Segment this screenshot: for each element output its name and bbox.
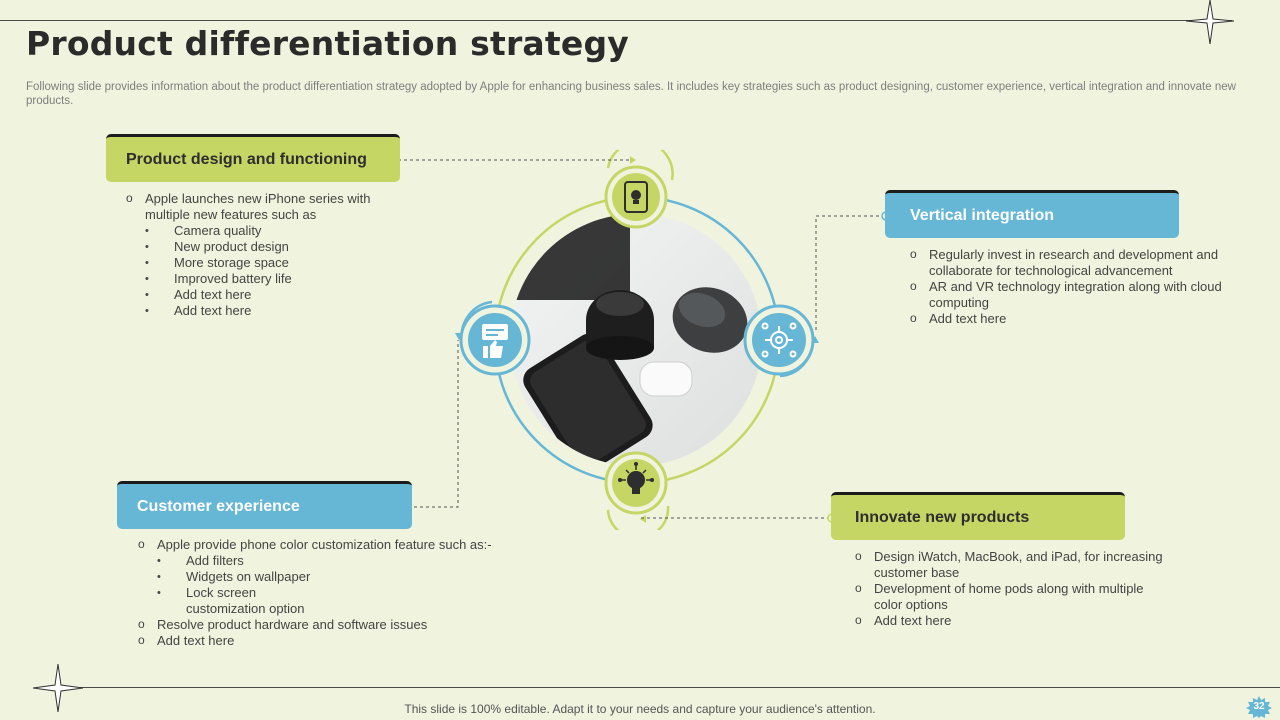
list-item: Design iWatch, MacBook, and iPad, for in… — [855, 548, 1175, 581]
page-subtitle: Following slide provides information abo… — [26, 81, 1236, 107]
list-item: Resolve product hardware and software is… — [138, 616, 508, 633]
footer-note: This slide is 100% editable. Adapt it to… — [404, 702, 876, 716]
list-item: Add text here — [855, 612, 1175, 629]
central-cycle-diagram — [455, 150, 819, 530]
lightbulb-network-icon — [618, 462, 654, 494]
list-item: Apple provide phone color customization … — [138, 536, 508, 553]
innovate-list: Design iWatch, MacBook, and iPad, for in… — [855, 548, 1175, 629]
four-point-star-icon — [1186, 0, 1234, 44]
list-item: AR and VR technology integration along w… — [910, 278, 1226, 311]
list-item: Widgets on wallpaper — [157, 569, 508, 585]
page-number: 32 — [1253, 701, 1265, 712]
section-heading-vertical-integration: Vertical integration — [885, 190, 1179, 238]
list-item: Development of home pods along with mult… — [855, 580, 1175, 613]
list-item: Add text here — [138, 632, 508, 649]
list-item: Camera quality — [145, 223, 396, 239]
product-design-list: Apple launches new iPhone series with mu… — [126, 190, 396, 319]
list-item: Add filters — [157, 553, 508, 569]
list-item: Lock screen customization option — [157, 585, 307, 617]
list-item: Regularly invest in research and develop… — [910, 246, 1226, 279]
list-item: New product design — [145, 239, 396, 255]
list-item: Improved battery life — [145, 271, 396, 287]
customer-experience-list: Apple provide phone color customization … — [138, 536, 508, 649]
vertical-integration-list: Regularly invest in research and develop… — [910, 246, 1226, 327]
page-title: Product differentiation strategy — [26, 24, 629, 63]
gear-network-icon — [761, 322, 797, 358]
section-heading-customer-experience: Customer experience — [117, 481, 412, 529]
section-heading-innovate: Innovate new products — [831, 492, 1125, 540]
list-item: Add text here — [145, 303, 396, 319]
list-item: Add text here — [145, 287, 396, 303]
page-number-badge: 32 — [1246, 696, 1272, 718]
list-item: Add text here — [910, 310, 1226, 327]
list-item: More storage space — [145, 255, 396, 271]
four-point-star-icon — [33, 664, 83, 712]
smartphone-idea-icon — [624, 181, 648, 213]
bottom-divider — [80, 687, 1280, 688]
section-heading-product-design: Product design and functioning — [106, 134, 400, 182]
top-divider — [0, 20, 1232, 21]
feedback-like-icon — [482, 324, 508, 358]
list-item: Apple launches new iPhone series with mu… — [126, 190, 396, 223]
